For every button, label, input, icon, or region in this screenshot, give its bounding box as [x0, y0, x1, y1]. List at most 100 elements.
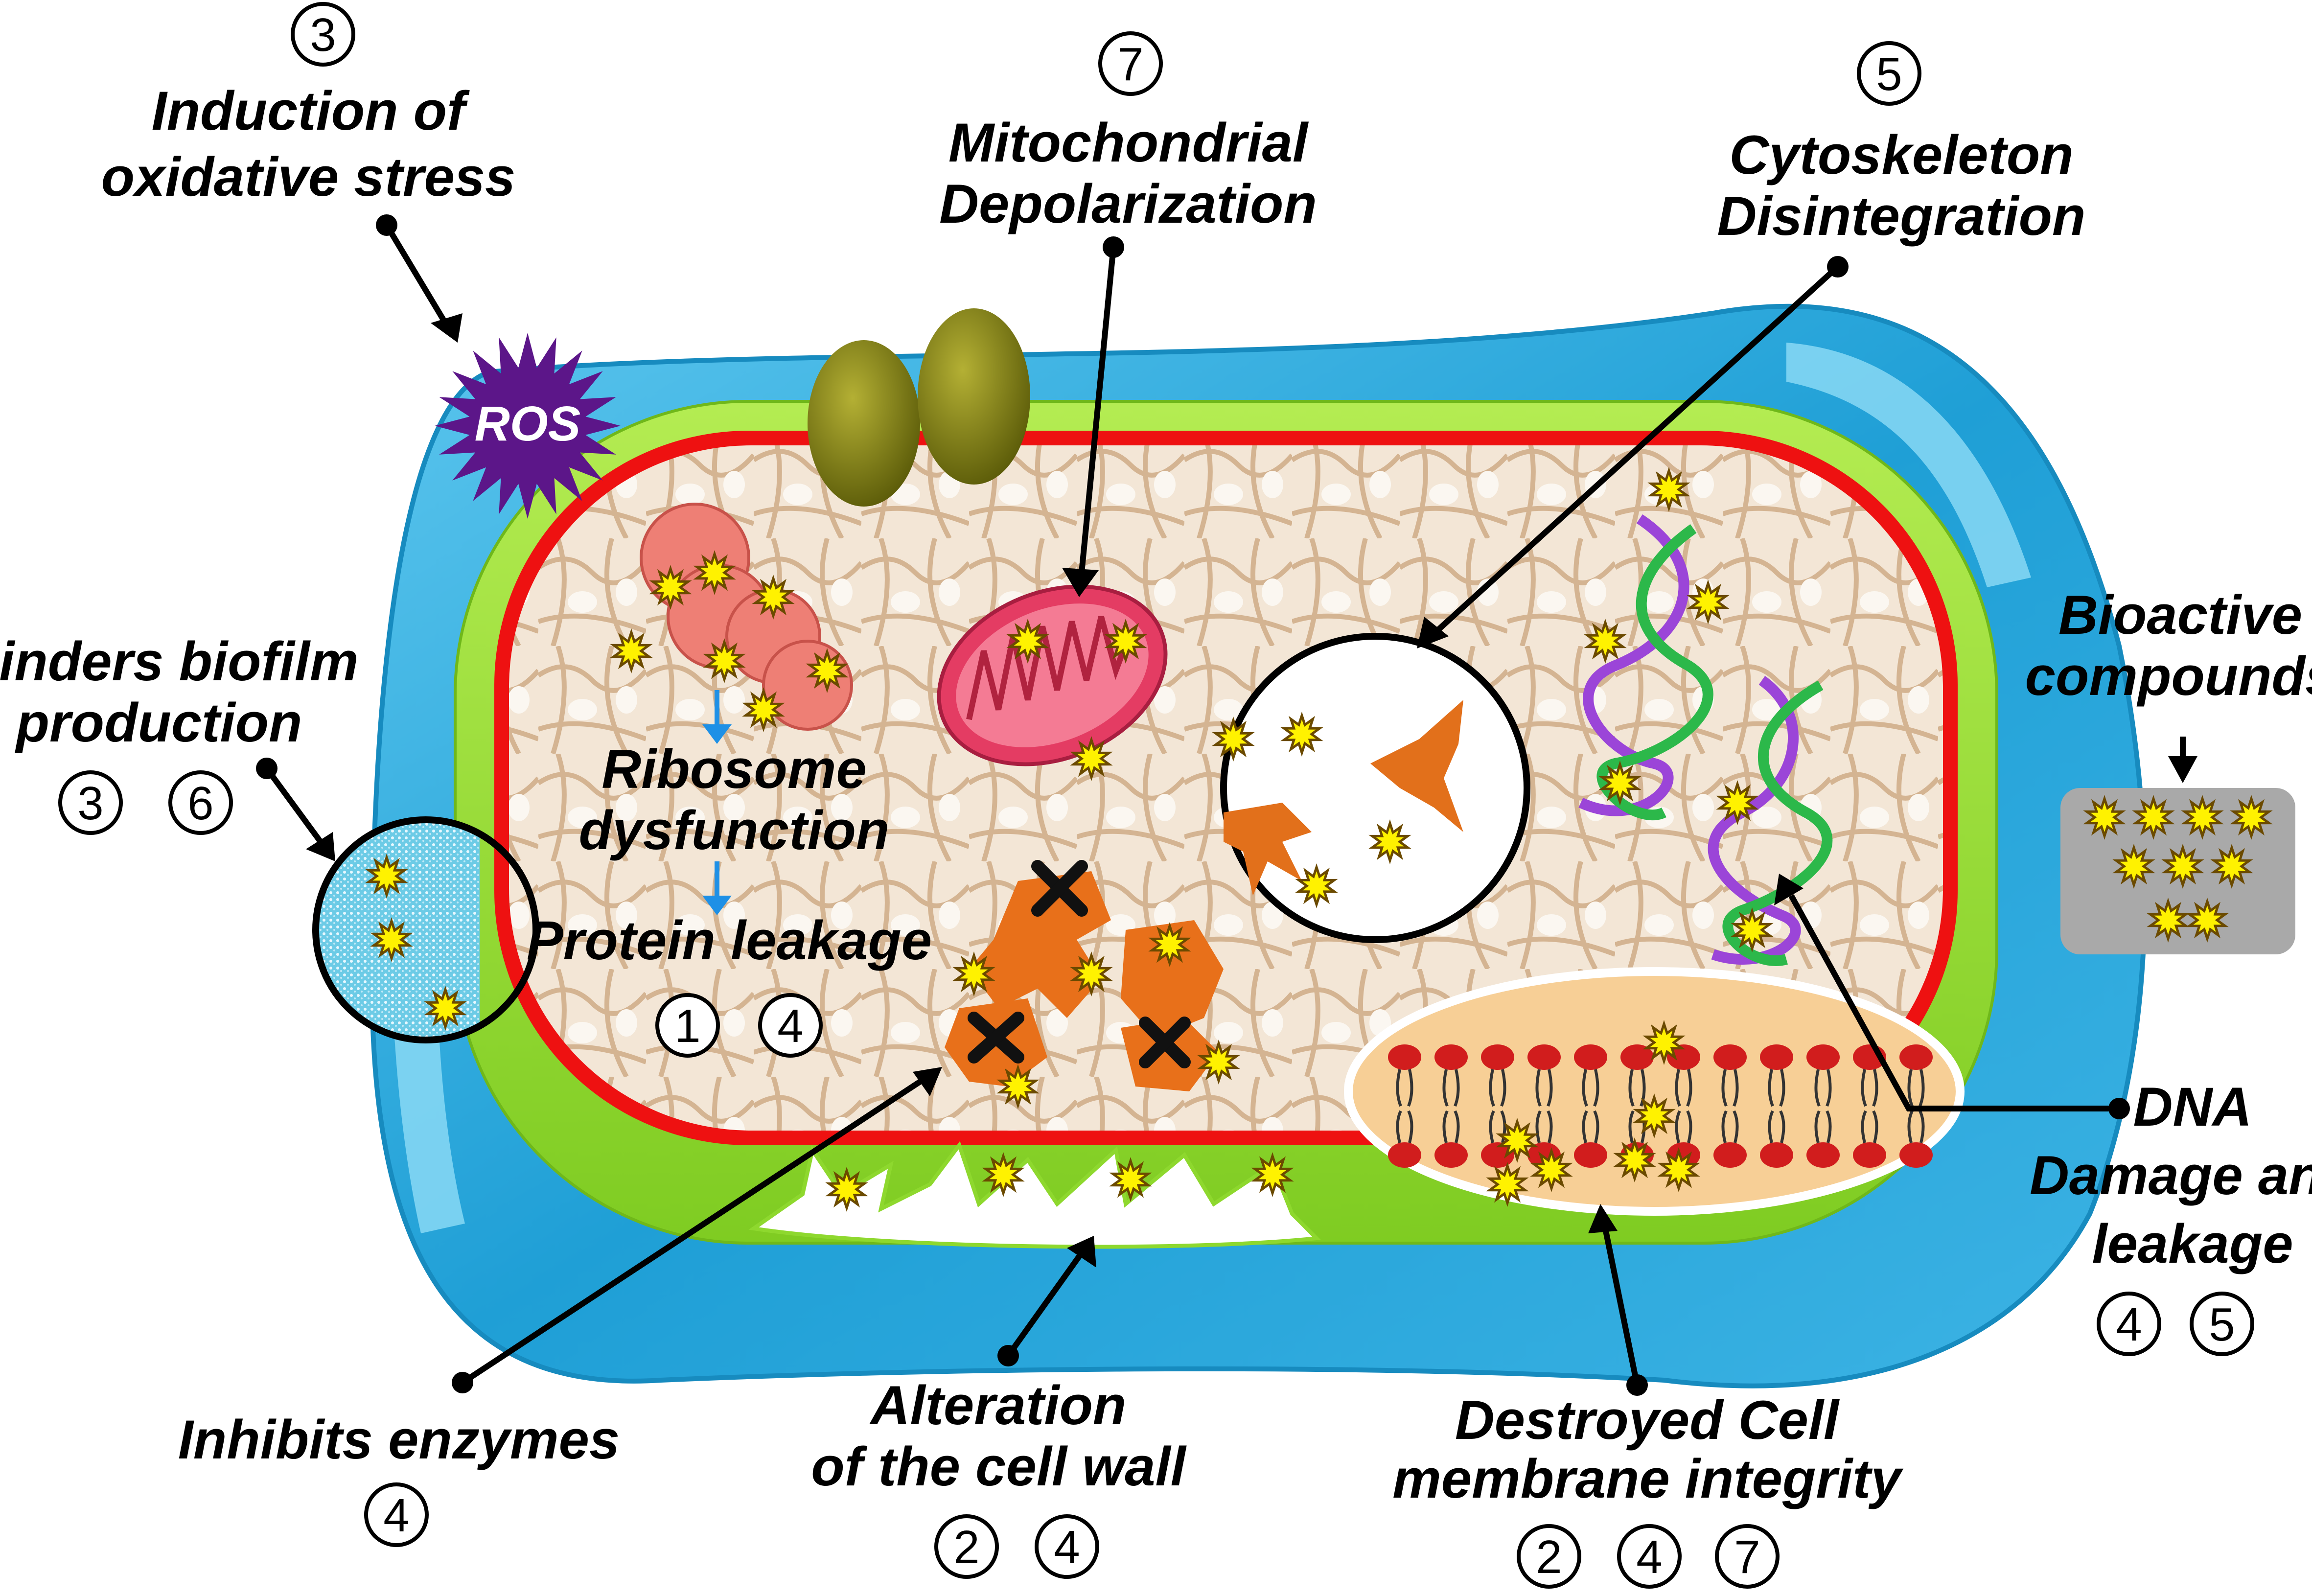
lipid-head-top-3 [1527, 1044, 1561, 1070]
compound-star-21 [370, 917, 413, 963]
mitochondrion [937, 584, 1168, 766]
badge-number-wall-0: 2 [953, 1521, 979, 1573]
lipid-tails-3 [1535, 1069, 1553, 1143]
badge-number-oxidative-0: 3 [310, 9, 336, 61]
badge-number-dna-0: 4 [2116, 1298, 2142, 1351]
membrane-inset [1344, 967, 1965, 1216]
compound-star-13 [1212, 716, 1255, 762]
badge-circle-protein-1 [758, 993, 823, 1058]
badge-circle-wall-0 [934, 1514, 999, 1579]
inhibits-enzymes-label: Inhibits enzymes [178, 1409, 620, 1470]
compound-star-44 [2161, 843, 2204, 889]
lipid-head-top-5 [1620, 1044, 1654, 1070]
compound-star-6 [742, 687, 785, 733]
lipid-head-bottom-4 [1574, 1142, 1607, 1168]
badge-circle-dna-1 [2190, 1292, 2254, 1356]
compound-star-2 [752, 574, 795, 620]
lipid-tails-5 [1628, 1069, 1646, 1143]
biofilm-line1: Hinders biofilm [0, 631, 359, 692]
pointer-dots [256, 214, 2130, 1396]
compound-star-22 [424, 985, 467, 1031]
badge-circle-wall-1 [1035, 1514, 1099, 1579]
cytoskeleton-inset [1220, 633, 1530, 943]
compound-star-12 [1295, 863, 1338, 909]
compound-star-16 [1584, 618, 1627, 664]
compound-star-30 [1109, 1157, 1152, 1203]
lipid-head-bottom-0 [1388, 1142, 1421, 1168]
badge-number-wall-1: 4 [1054, 1521, 1080, 1573]
lipid-head-top-8 [1760, 1044, 1793, 1070]
compound-star-31 [1251, 1152, 1294, 1198]
cytoskeleton-line1: Cytoskeleton [1729, 124, 2073, 185]
lipid-head-bottom-8 [1760, 1142, 1793, 1168]
compound-star-27 [1197, 1039, 1240, 1085]
compound-star-8 [1104, 618, 1147, 664]
badge-circle-enzymes-0 [364, 1482, 429, 1547]
compound-star-46 [2147, 897, 2190, 943]
cytoskeleton-label: Cytoskeleton Disintegration [1717, 124, 2086, 247]
membrane-line1: Destroyed Cell [1455, 1389, 1840, 1451]
protein-leakage-label: Protein leakage [527, 910, 932, 971]
lipid-head-top-4 [1574, 1044, 1607, 1070]
mitochondrial-label: Mitochondrial Depolarization [939, 112, 1317, 234]
dna-line2: Damage and [2030, 1145, 2312, 1206]
compound-star-4 [703, 638, 746, 684]
lipid-head-bottom-7 [1713, 1142, 1747, 1168]
badge-number-mito-0: 7 [1117, 38, 1143, 91]
ribosome-arrow-2 [702, 861, 732, 915]
compound-star-37 [1613, 1137, 1656, 1183]
badge-number-dna-1: 5 [2209, 1298, 2235, 1351]
badge-circle-biofilm-1 [168, 770, 233, 835]
compound-star-9 [1070, 736, 1113, 782]
badge-number-protein-0: 1 [674, 1000, 700, 1052]
membrane-label: Destroyed Cell membrane integrity [1392, 1389, 1903, 1509]
ros-label: ROS [475, 396, 581, 451]
bioactive-label: Bioactive compounds [2025, 584, 2312, 707]
lipid-head-bottom-1 [1434, 1142, 1468, 1168]
biofilm-label: Hinders biofilm production [0, 631, 359, 753]
compound-star-29 [982, 1152, 1025, 1198]
compound-star-23 [952, 951, 995, 997]
dna-line3: leakage [2092, 1213, 2293, 1274]
lipid-head-top-2 [1481, 1044, 1514, 1070]
ribosome-arrow-1 [702, 690, 732, 744]
compound-star-19 [1731, 907, 1774, 953]
compound-star-33 [1633, 1093, 1676, 1139]
lipid-tails-7 [1721, 1069, 1739, 1143]
compound-star-43 [2112, 843, 2155, 889]
badge-circle-biofilm-0 [58, 770, 123, 835]
cell-wall-breach [748, 1141, 1321, 1249]
badge-number-biofilm-0: 3 [77, 777, 103, 830]
lipid-head-top-9 [1806, 1044, 1840, 1070]
badge-circle-protein-0 [655, 993, 720, 1058]
cytoskeleton-line2: Disintegration [1717, 185, 2086, 247]
lipid-tails-11 [1907, 1069, 1925, 1143]
dna-strands [1578, 514, 1833, 966]
badge-number-biofilm-1: 6 [187, 777, 213, 830]
badge-number-protein-1: 4 [777, 1000, 803, 1052]
lipid-head-bottom-11 [1899, 1142, 1933, 1168]
badge-circle-membrane-1 [1617, 1524, 1682, 1589]
lipid-head-bottom-10 [1853, 1142, 1886, 1168]
lipid-tails-8 [1768, 1069, 1785, 1143]
compound-star-42 [2230, 794, 2273, 840]
compound-star-25 [1148, 922, 1191, 968]
badge-circle-membrane-2 [1715, 1524, 1780, 1589]
filament-right [1370, 700, 1463, 832]
ros-burst: ROS [435, 333, 621, 519]
compound-star-11 [1368, 819, 1411, 865]
dna-label: DNA Damage and leakage [2030, 1076, 2312, 1274]
filament-left [1224, 803, 1312, 896]
lipid-tails-2 [1489, 1069, 1506, 1143]
ribosome-label: Ribosome dysfunction [579, 739, 890, 861]
badge-circle-membrane-0 [1517, 1524, 1581, 1589]
compound-star-28 [825, 1166, 868, 1212]
compound-star-0 [649, 564, 692, 610]
compound-star-39 [2083, 794, 2126, 840]
compound-star-5 [806, 648, 849, 694]
badge-number-membrane-2: 7 [1734, 1531, 1760, 1583]
compound-star-36 [1530, 1147, 1573, 1193]
compound-star-18 [1716, 780, 1759, 826]
ribosome-line2: dysfunction [579, 800, 890, 861]
compound-star-20 [365, 853, 408, 899]
